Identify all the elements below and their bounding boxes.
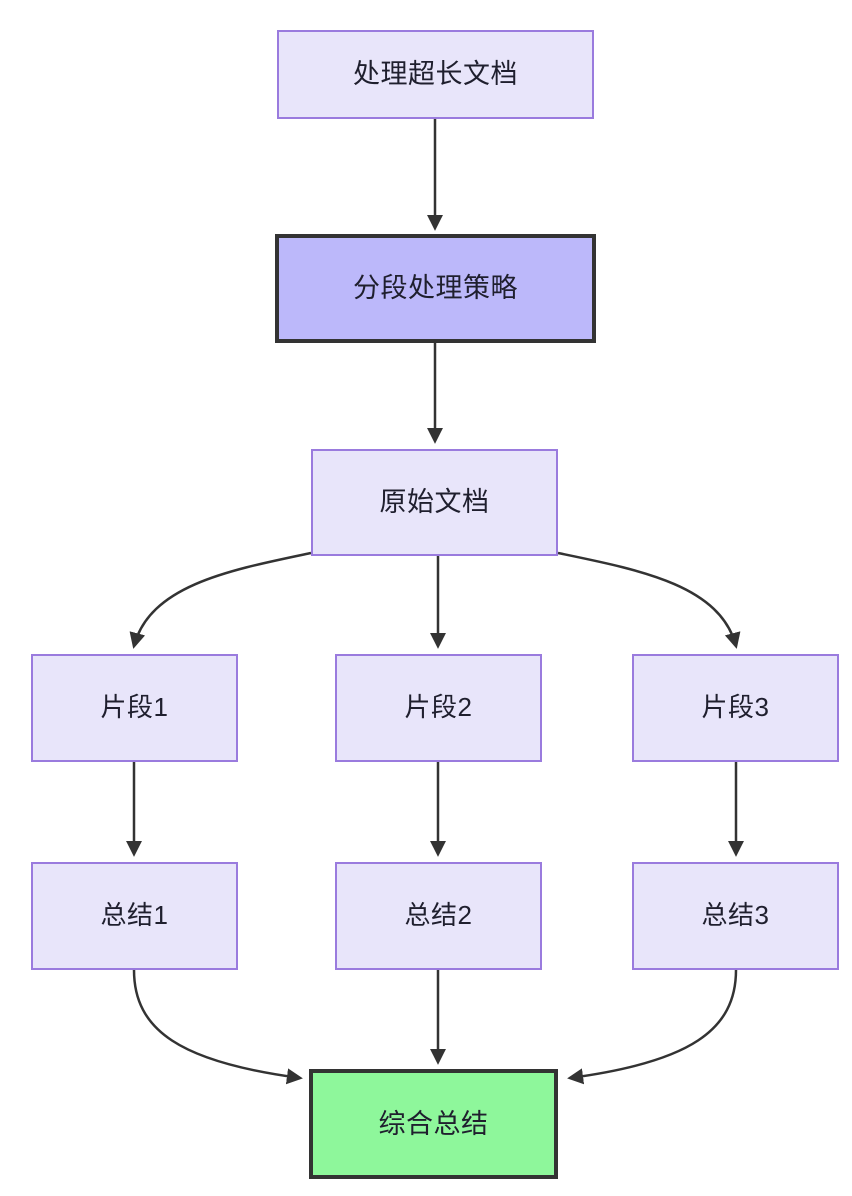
node-summary-2[interactable]: 总结2 xyxy=(335,862,542,970)
node-label: 总结3 xyxy=(701,900,770,931)
edge-n9-n10 xyxy=(567,969,738,1085)
node-summary-3[interactable]: 总结3 xyxy=(632,862,839,970)
node-label: 原始文档 xyxy=(379,487,490,518)
node-label: 总结2 xyxy=(404,900,473,931)
edge-n3-n6 xyxy=(557,551,741,649)
node-label: 片段3 xyxy=(701,692,770,723)
node-label: 分段处理策略 xyxy=(353,273,518,304)
node-original-document[interactable]: 原始文档 xyxy=(311,449,558,556)
edge-n7-n10 xyxy=(132,969,303,1085)
node-label: 总结1 xyxy=(100,900,169,931)
node-label: 处理超长文档 xyxy=(353,59,518,90)
node-summary-1[interactable]: 总结1 xyxy=(31,862,238,970)
node-chunking-strategy[interactable]: 分段处理策略 xyxy=(275,234,596,343)
node-label: 综合总结 xyxy=(378,1108,489,1139)
node-fragment-2[interactable]: 片段2 xyxy=(335,654,542,762)
node-fragment-3[interactable]: 片段3 xyxy=(632,654,839,762)
node-process-long-document[interactable]: 处理超长文档 xyxy=(277,30,594,119)
node-final-summary[interactable]: 综合总结 xyxy=(309,1069,558,1179)
edge-n3-n4 xyxy=(129,551,312,649)
node-label: 片段2 xyxy=(404,692,473,723)
node-label: 片段1 xyxy=(100,692,169,723)
node-fragment-1[interactable]: 片段1 xyxy=(31,654,238,762)
